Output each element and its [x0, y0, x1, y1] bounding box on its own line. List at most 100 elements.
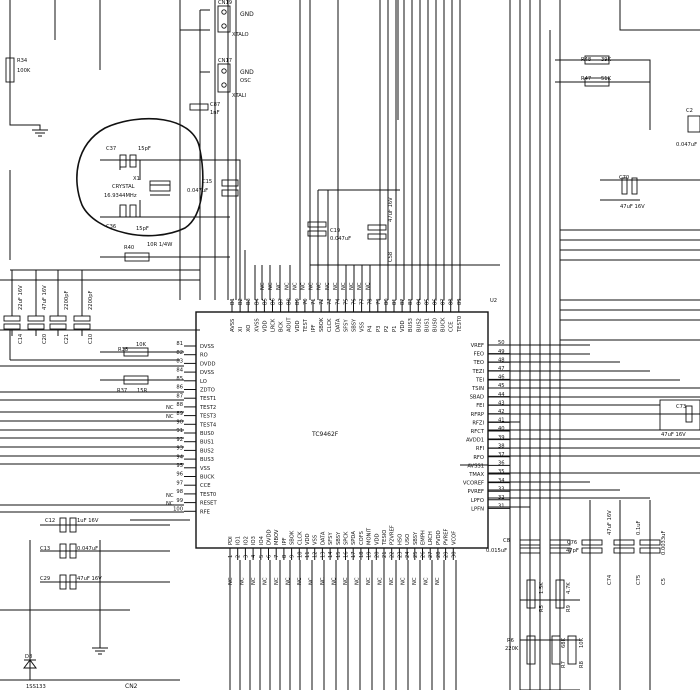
c10-value: 2200pF [88, 291, 94, 310]
ic-pin-name: SPCK [344, 531, 350, 545]
nc-label: NC [357, 282, 363, 290]
ic-ref: U2 [490, 298, 497, 304]
cn2-label: CN2 [125, 683, 138, 690]
r8-value: 10K [579, 637, 585, 648]
capacitor-c12: C12 1uF 16V [45, 517, 99, 533]
d8-part: 1SS133 [26, 684, 46, 690]
ic-pin-name: RO [200, 353, 208, 359]
c15-value: 0.047uF [187, 188, 208, 194]
nc-label: NC [341, 282, 347, 290]
ic-pin-number: 98 [176, 489, 183, 495]
capacitor-c87: C87 1nF [189, 102, 220, 116]
ic-pin-name: SBSY [336, 531, 342, 545]
ic-pin-name: RFCT [471, 429, 485, 435]
ic-pin-name: XVSS [254, 318, 260, 332]
ic-pin-name: P3 [376, 326, 382, 332]
ic-pin-name: VSS [200, 466, 210, 472]
ic-u2-body [195, 311, 489, 549]
ic-pin-name: FEO [474, 352, 484, 358]
ic-pin-name: BUS1 [200, 440, 214, 446]
resistor-r37: R37 15R [117, 375, 149, 394]
nc-label: NC [378, 577, 384, 585]
nc-label: NC [166, 501, 174, 507]
ic-pin-number: 82 [176, 350, 183, 356]
resistor-r38: R38 10K [118, 342, 149, 357]
c76-value: 47pF [566, 548, 579, 554]
crystal-highlight-circle [76, 118, 204, 237]
nc-label: NC [166, 405, 174, 411]
ic-pin-number: 36 [498, 461, 505, 467]
ic-pin-number: 78 [368, 298, 374, 305]
ic-pin-number: B8 [287, 298, 293, 305]
r5-value: 1.5K [539, 582, 545, 594]
nc-label: NC [284, 282, 290, 290]
ic-pin-number: 85 [176, 376, 183, 382]
ic-pin-number: 26 [421, 551, 427, 558]
crystal-x1: X1 CRYSTAL 16.9344MHz [104, 176, 171, 199]
nc-label: NC [260, 282, 266, 290]
ic-pin-number: B7 [279, 298, 285, 305]
ic-pin-number: 89 [457, 298, 463, 305]
nc-label: NC [292, 282, 298, 290]
ic-pin-number: 81 [392, 298, 398, 305]
c87-ref: C87 [210, 102, 220, 108]
ic-pin-name: CLCK [327, 318, 333, 332]
ic-pin-number: 28 [436, 551, 442, 558]
ic-pin-name: HSO [397, 534, 403, 545]
ic-pin-number: 13 [320, 551, 326, 558]
ic-pin-name: LRCH [428, 531, 434, 545]
r37-value: 15R [137, 388, 148, 394]
ic-pin-number: 2 [236, 555, 242, 558]
c70-value: 47uF 16V [620, 204, 645, 210]
nc-label: NC [401, 577, 407, 585]
capacitor-c37: C37 15pF [106, 146, 151, 168]
nc-label: NC [301, 282, 307, 290]
nc-label: NC [309, 577, 315, 585]
nc-label: NC [355, 577, 361, 585]
ic-pin-number: 20 [374, 551, 380, 558]
ic-pin-number: 100 [173, 507, 183, 513]
ic-pin-number: 47 [498, 366, 505, 372]
ic-top-pins: B1AVSSB2XIB3XOB4XVSSB5VDDB6LRCKB7BCKB8AO… [230, 282, 463, 333]
c2-value: 0.047uF [676, 142, 697, 148]
ic-pin-number: 14 [328, 551, 334, 558]
ic-pin-number: B2 [238, 298, 244, 305]
ic-pin-name: TMAX [468, 472, 484, 478]
nc-label: NC [166, 414, 174, 420]
ic-pin-number: 34 [498, 478, 505, 484]
r8-ref: R8 [579, 661, 585, 668]
nc-label: NC [268, 282, 274, 290]
ic-pin-name: XI [238, 326, 244, 332]
c19-ref: C19 [330, 228, 340, 234]
r38-value: 10K [136, 342, 147, 348]
resistor-r5: R5 1.5K [526, 579, 545, 612]
ic-pin-name: PVREF [444, 528, 450, 545]
ic-pin-number: 72 [319, 298, 325, 305]
capacitor-c73: C73 47uF 16V [659, 399, 700, 438]
ic-pin-number: 97 [176, 480, 183, 486]
ic-pin-number: 37 [498, 452, 505, 458]
resistor-r9: R9 4.7K [555, 579, 572, 612]
ic-pin-number: 12 [313, 551, 319, 558]
ic-pin-number: 40 [498, 426, 505, 432]
c12-value: 1uF 16V [77, 518, 99, 524]
capacitor-c58: C58 47uF 16V [367, 197, 394, 262]
ic-pin-name: FEI [476, 403, 484, 409]
r5-ref: R5 [539, 605, 545, 612]
ic-pin-name: VDD [374, 533, 380, 545]
ic-pin-number: 80 [384, 298, 390, 305]
ic-pin-number: 5 [259, 555, 265, 558]
ic-pin-name: MONIT [367, 527, 373, 545]
ic-pin-number: 35 [498, 469, 505, 475]
ic-pin-number: 84 [416, 298, 422, 305]
ic-pin-name: P2VREF [390, 525, 396, 545]
capacitor-c19: C19 0.047uF [307, 221, 351, 242]
ic-pin-name: TEO [472, 360, 484, 366]
ic-pin-name: SFSY [328, 532, 334, 545]
ic-pin-name: BUCK [441, 317, 447, 332]
r7-ref: R7 [561, 661, 567, 668]
ic-pin-number: 33 [498, 486, 505, 492]
ic-part: TC9462F [311, 431, 339, 438]
r40-ref: R40 [124, 245, 134, 251]
